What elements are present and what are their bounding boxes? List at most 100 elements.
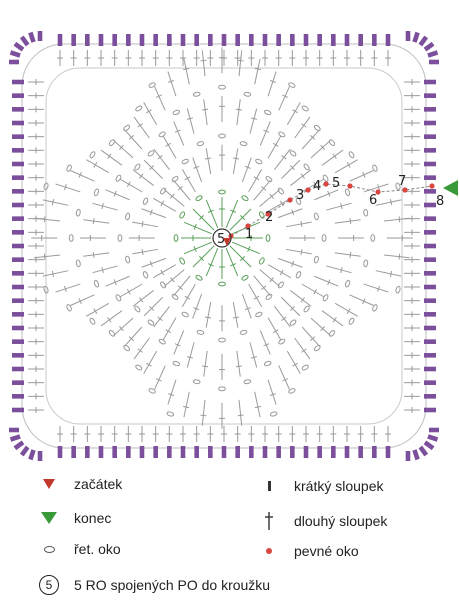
- gray-double-crochet: [290, 169, 312, 186]
- green-double-crochet: [205, 199, 219, 229]
- stitch-post: [241, 157, 252, 183]
- green-double-crochet: [192, 245, 215, 268]
- gray-chain: [363, 259, 369, 268]
- stitch-bar: [320, 144, 325, 150]
- gray-double-crochet: [173, 275, 191, 296]
- stitch-post: [241, 293, 252, 319]
- stitch-bar: [149, 305, 155, 311]
- green-chain: [265, 234, 271, 242]
- gray-double-crochet: [132, 248, 158, 256]
- gray-double-crochet: [83, 218, 110, 225]
- gray-double-crochet: [235, 350, 242, 377]
- gray-double-crochet: [219, 47, 225, 74]
- border-single-crochet: [12, 257, 24, 262]
- gray-double-crochet: [132, 169, 154, 186]
- stitch-bar: [177, 285, 183, 291]
- inner-outline: [45, 67, 403, 425]
- gray-chain: [255, 158, 263, 165]
- stitch-bar: [281, 155, 287, 160]
- stitch-post: [70, 294, 95, 306]
- gray-chain: [43, 285, 49, 294]
- gray-double-crochet: [173, 121, 185, 146]
- green-double-crochet: [231, 241, 261, 255]
- gray-chain: [158, 131, 166, 138]
- stitch-post: [55, 283, 81, 293]
- stitch-bar: [291, 209, 295, 216]
- stitch-post: [259, 121, 271, 146]
- stitch-bar: [128, 135, 134, 140]
- corner-single-crochet: [19, 445, 30, 457]
- gray-chain: [89, 151, 96, 159]
- green-triangle-icon: [38, 512, 60, 524]
- border-single-crochet: [12, 120, 24, 126]
- green-double-crochet: [233, 235, 263, 241]
- gray-double-crochet: [334, 159, 358, 174]
- stitch-post: [133, 337, 150, 360]
- stitch-bar: [332, 317, 337, 323]
- stitch-post: [100, 149, 123, 166]
- stitch-bar: [282, 94, 289, 98]
- border-single-crochet: [57, 34, 63, 46]
- green-double-crochet: [183, 221, 213, 235]
- stitch-bar: [269, 393, 276, 396]
- border-single-crochet: [358, 446, 363, 458]
- border-single-crochet: [424, 107, 436, 112]
- border-single-crochet: [276, 446, 281, 458]
- gray-chain: [75, 208, 81, 217]
- stitch-bar: [253, 176, 260, 181]
- stitch-bar: [126, 181, 131, 188]
- corner-single-crochet: [28, 31, 36, 43]
- border-single-crochet: [317, 34, 322, 46]
- gray-double-crochet: [153, 148, 170, 170]
- gray-double-crochet: [143, 159, 163, 179]
- gray-double-crochet: [301, 283, 325, 298]
- gray-double-crochet: [55, 183, 81, 193]
- stitch-post: [141, 257, 167, 268]
- stitch-post: [383, 254, 410, 259]
- legend-single-crochet: krátký sloupek: [258, 478, 383, 494]
- stitch-bar: [377, 285, 380, 292]
- corner-single-crochet: [9, 434, 21, 442]
- gray-double-crochet: [192, 157, 203, 183]
- stitch-post: [254, 391, 261, 418]
- gray-chain: [303, 305, 310, 313]
- gray-double-crochet: [289, 235, 316, 241]
- stitch-post: [143, 159, 163, 179]
- gray-chain: [196, 141, 205, 147]
- gray-double-crochet: [363, 283, 389, 293]
- border-single-crochet: [424, 216, 436, 221]
- stitch-post: [154, 86, 166, 111]
- border-single-crochet: [12, 271, 24, 276]
- border-single-crochet: [424, 298, 436, 303]
- gray-chain: [192, 91, 201, 97]
- gray-chain: [108, 139, 116, 147]
- gray-chain: [372, 164, 378, 172]
- stitch-post: [192, 157, 203, 183]
- stitch-bar: [168, 80, 175, 83]
- gray-chain: [125, 212, 131, 221]
- gray-chain: [278, 338, 286, 345]
- gray-double-crochet: [254, 58, 261, 85]
- stitch-bar: [237, 59, 244, 62]
- border-single-crochet: [98, 34, 104, 46]
- gray-chain: [148, 82, 156, 88]
- border-single-crochet: [112, 34, 117, 46]
- stitch-post: [249, 108, 258, 134]
- stitch-post: [153, 264, 177, 279]
- stitch-bar: [240, 256, 245, 261]
- gray-chain: [265, 176, 273, 183]
- gray-double-crochet: [338, 235, 364, 241]
- gray-double-crochet: [200, 50, 207, 77]
- green-double-crochet: [219, 197, 225, 227]
- gray-chain: [134, 163, 141, 171]
- gray-chain: [75, 259, 81, 268]
- legend-double-crochet: dlouhý sloupek: [258, 511, 387, 531]
- green-double-crochet: [181, 235, 211, 241]
- gray-chain: [117, 234, 123, 242]
- slip-stitch-dot: [245, 223, 251, 229]
- gray-double-crochet: [383, 253, 410, 260]
- corner-single-crochet: [423, 41, 435, 52]
- stitch-bar: [263, 129, 270, 133]
- gray-chain: [66, 304, 72, 312]
- stitch-post: [124, 326, 143, 347]
